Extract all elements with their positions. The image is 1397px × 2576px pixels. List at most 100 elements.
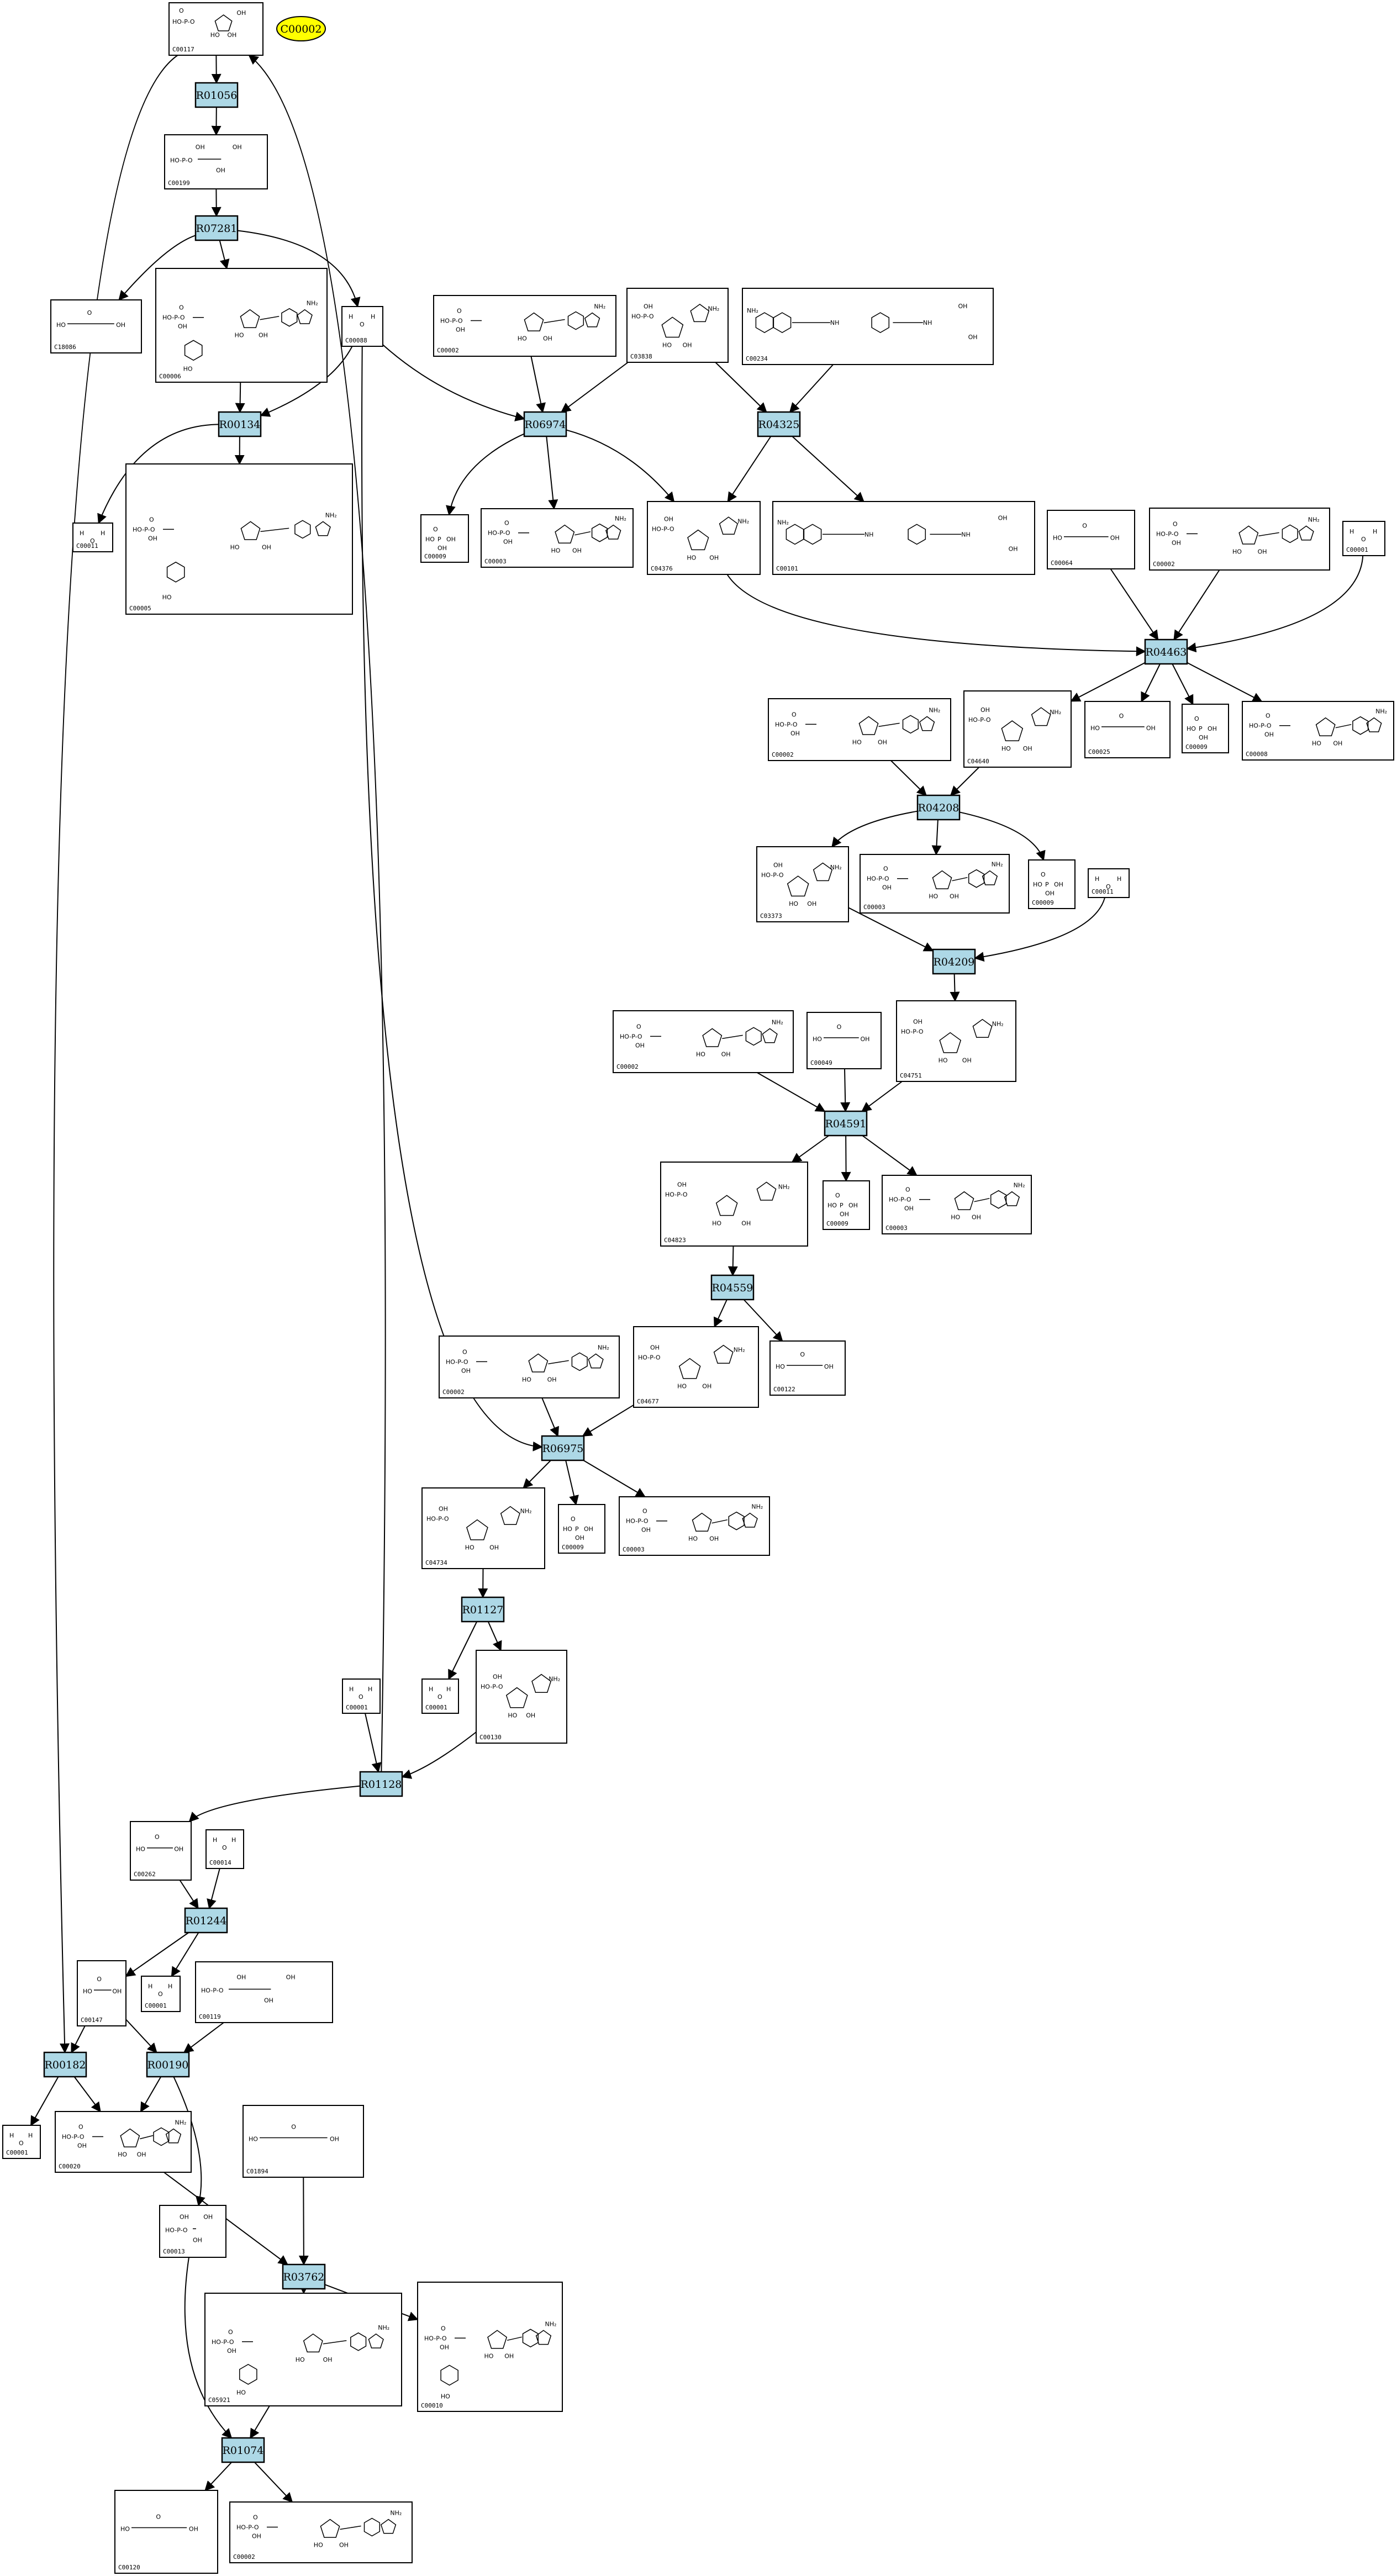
reaction-box[interactable] <box>146 2051 190 2078</box>
compound-box[interactable] <box>439 1335 620 1398</box>
special-node-ellipse[interactable] <box>276 16 326 41</box>
reaction-R04209[interactable]: R04209 <box>932 948 976 975</box>
reaction-R00182[interactable]: R00182 <box>43 2051 87 2078</box>
reaction-box[interactable] <box>43 2051 87 2078</box>
compound-box[interactable] <box>756 846 849 922</box>
reaction-R04325[interactable]: R04325 <box>757 411 801 437</box>
compound-box[interactable] <box>420 514 469 563</box>
compound-box[interactable] <box>768 698 951 761</box>
compound-box[interactable] <box>1149 508 1330 571</box>
compound-box[interactable] <box>896 1000 1016 1082</box>
reaction-R00190[interactable]: R00190 <box>146 2051 190 2078</box>
reaction-box[interactable] <box>282 2263 326 2290</box>
reaction-R06974[interactable]: R06974 <box>523 411 567 437</box>
compound-box[interactable] <box>421 1678 459 1714</box>
compound-box[interactable] <box>421 1487 545 1569</box>
compound-box[interactable] <box>1088 868 1130 898</box>
compound-box[interactable] <box>772 501 1035 575</box>
compound-box[interactable] <box>114 2490 218 2574</box>
compound-box[interactable] <box>806 1012 882 1069</box>
compound-box[interactable] <box>204 2293 402 2406</box>
reaction-R01244[interactable]: R01244 <box>184 1907 228 1934</box>
compound-box[interactable] <box>963 690 1072 768</box>
compound-box[interactable] <box>613 1010 794 1073</box>
compound-box[interactable] <box>626 288 729 363</box>
reaction-R00134[interactable]: R00134 <box>218 411 262 437</box>
compound-box[interactable] <box>243 2105 364 2178</box>
reaction-box[interactable] <box>824 1110 868 1137</box>
reaction-R01128[interactable]: R01128 <box>359 1771 403 1797</box>
compound-box[interactable] <box>164 134 268 189</box>
reaction-box[interactable] <box>194 215 239 241</box>
compound-box[interactable] <box>1047 510 1135 569</box>
compound-box[interactable] <box>647 501 761 575</box>
reaction-box[interactable] <box>194 82 239 108</box>
compound-box[interactable] <box>130 1821 192 1881</box>
reaction-R01074[interactable]: R01074 <box>221 2437 265 2463</box>
compound-box[interactable] <box>660 1162 808 1247</box>
compound-box[interactable] <box>476 1650 567 1744</box>
compound-box[interactable] <box>72 522 113 552</box>
compound-box[interactable] <box>155 268 328 383</box>
compound-box[interactable] <box>1342 521 1385 556</box>
compound-box[interactable] <box>341 306 383 347</box>
reaction-R01056[interactable]: R01056 <box>194 82 239 108</box>
reaction-box[interactable] <box>523 411 567 437</box>
reaction-R04208[interactable]: R04208 <box>916 794 961 821</box>
reaction-R07281[interactable]: R07281 <box>194 215 239 241</box>
compound-box[interactable] <box>433 295 616 357</box>
reaction-R03762[interactable]: R03762 <box>282 2263 326 2290</box>
compound-box[interactable] <box>769 1340 846 1396</box>
compound-box[interactable] <box>1028 859 1076 909</box>
reaction-box[interactable] <box>932 948 976 975</box>
compound-box[interactable] <box>2 2125 41 2159</box>
reaction-box[interactable] <box>1144 638 1188 665</box>
compound-box[interactable] <box>159 2205 226 2258</box>
compound-box[interactable] <box>1242 701 1394 761</box>
reaction-box[interactable] <box>221 2437 265 2463</box>
reaction-box[interactable] <box>757 411 801 437</box>
compound-box[interactable] <box>77 1960 126 2026</box>
compound-box[interactable] <box>141 1976 181 2012</box>
